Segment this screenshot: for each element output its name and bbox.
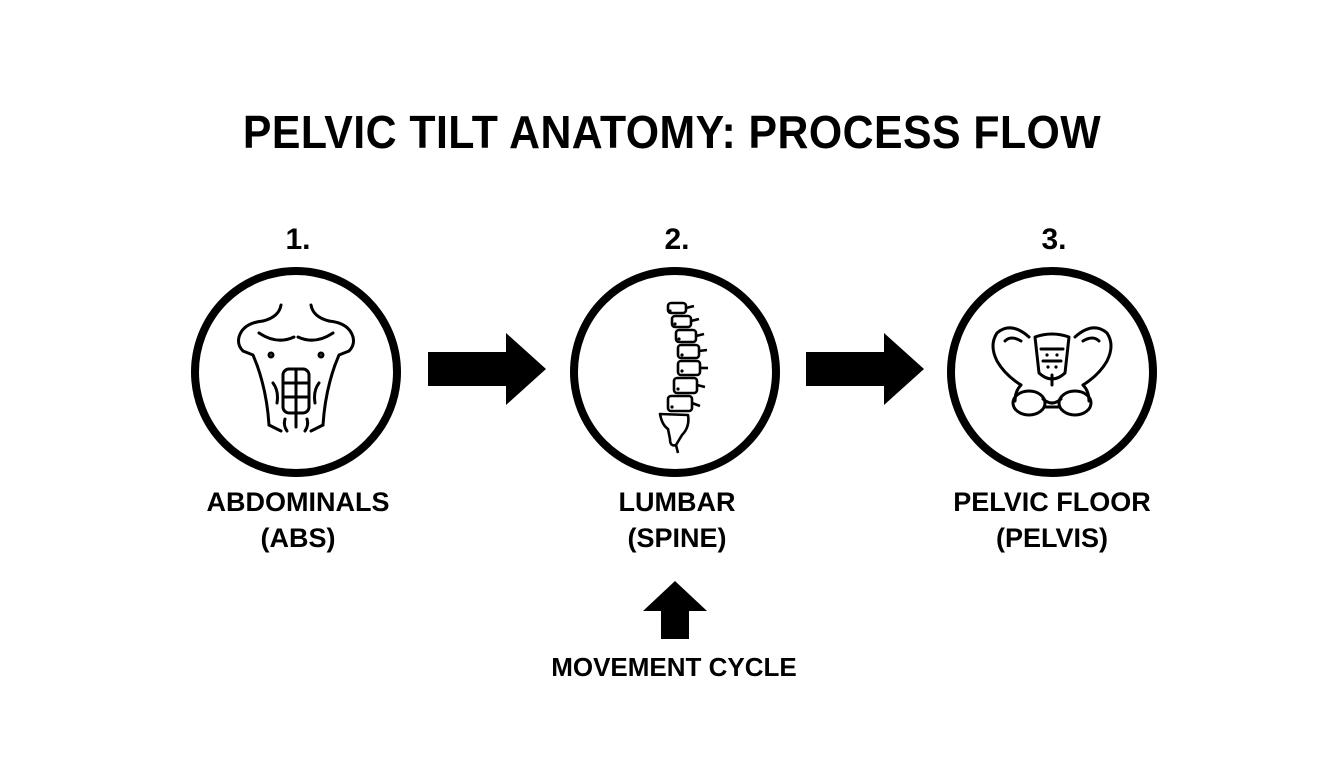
step-3-label: PELVIC FLOOR (PELVIS): [902, 484, 1202, 556]
diagram-title: PELVIC TILT ANATOMY: PROCESS FLOW: [242, 106, 1102, 158]
spine-icon: [658, 301, 708, 454]
step-3-label-line2: (PELVIS): [995, 523, 1108, 553]
arrow-right-icon: [428, 333, 546, 405]
step-1-label-line1: ABDOMINALS: [206, 487, 390, 517]
step-2-number: 2.: [664, 223, 690, 256]
movement-cycle-label: MOVEMENT CYCLE: [551, 652, 797, 682]
step-3-label-line1: PELVIC FLOOR: [953, 487, 1151, 517]
torso-abs-icon: [237, 303, 355, 433]
step-3-number: 3.: [1041, 223, 1067, 256]
step-1-label: ABDOMINALS (ABS): [148, 484, 448, 556]
step-2-label-line2: (SPINE): [627, 523, 727, 553]
step-2-label: LUMBAR (SPINE): [527, 484, 827, 556]
step-2-circle: [570, 267, 780, 477]
step-1-label-line2: (ABS): [260, 523, 336, 553]
step-3-circle: [947, 267, 1157, 477]
arrow-up-icon: [643, 581, 707, 639]
arrow-right-icon: [806, 333, 924, 405]
step-2-label-line1: LUMBAR: [618, 487, 736, 517]
step-1-circle: [191, 267, 401, 477]
pelvis-icon: [991, 326, 1113, 417]
step-1-number: 1.: [285, 223, 311, 256]
